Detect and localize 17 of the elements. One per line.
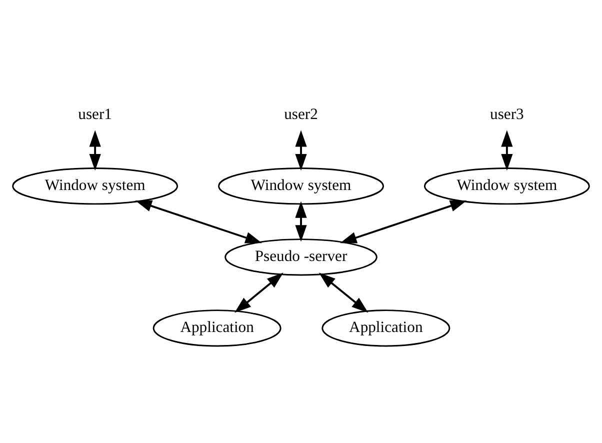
node-ellipse: Pseudo -server [224, 238, 378, 276]
node-ellipse: Window system [12, 167, 178, 204]
node-text: user2 [284, 106, 318, 123]
arrow [135, 200, 262, 243]
node-text: user3 [490, 106, 524, 123]
arrow [340, 200, 467, 243]
arrow [318, 272, 368, 312]
node-ellipse: Window system [218, 167, 384, 204]
node-text: user1 [78, 106, 112, 123]
arrow [501, 130, 513, 170]
node-ellipse: Application [322, 309, 450, 346]
arrow [295, 130, 307, 170]
arrow [295, 200, 307, 242]
arrow [234, 272, 284, 312]
node-ellipse: Application [152, 309, 282, 346]
arrow [89, 130, 101, 170]
node-ellipse: Window system [424, 167, 590, 204]
